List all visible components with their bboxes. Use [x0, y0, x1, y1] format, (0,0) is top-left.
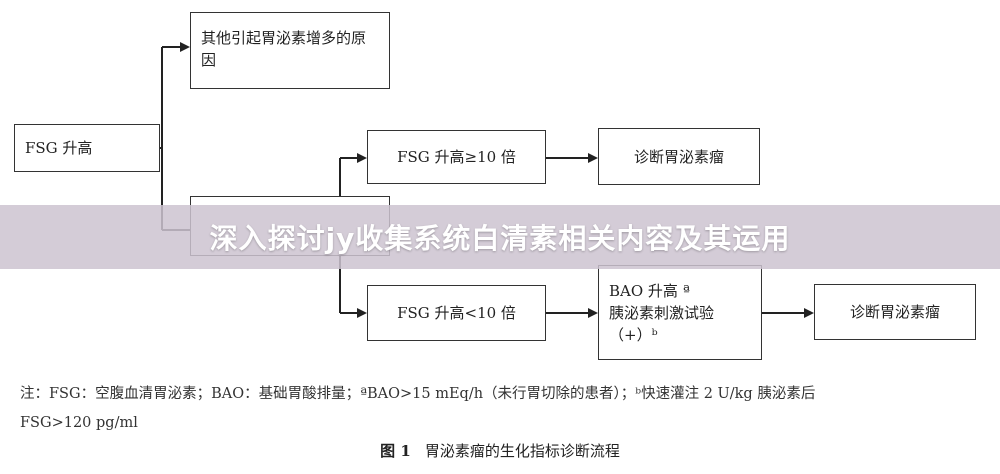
box-bao-line3: （+）ᵇ	[609, 325, 658, 344]
footnote-line-2: FSG>120 pg/ml	[20, 415, 138, 431]
box-fsg-high-label: FSG 升高	[25, 139, 93, 157]
box-diagnose-2: 诊断胃泌素瘤	[814, 284, 976, 340]
figure-caption: 图 1 胃泌素瘤的生化指标诊断流程	[0, 440, 1000, 461]
box-diagnose-1-label: 诊断胃泌素瘤	[633, 147, 724, 166]
figure-title: 胃泌素瘤的生化指标诊断流程	[424, 442, 620, 460]
box-bao-line2: 胰泌素刺激试验	[609, 303, 715, 322]
box-bao-line1: BAO 升高 ª	[609, 281, 690, 300]
box-fsg-ge10: FSG 升高≥10 倍	[367, 130, 546, 184]
footnote: 注：FSG：空腹血清胃泌素；BAO：基础胃酸排量；ªBAO>15 mEq/h（未…	[20, 380, 990, 438]
title-banner: 深入探讨jy收集系统白清素相关内容及其运用	[0, 205, 1000, 269]
banner-title: 深入探讨jy收集系统白清素相关内容及其运用	[209, 222, 791, 255]
box-other-causes-label: 其他引起胃泌素增多的原因	[201, 29, 367, 69]
box-fsg-lt10: FSG 升高<10 倍	[367, 285, 546, 341]
box-fsg-ge10-label: FSG 升高≥10 倍	[397, 148, 516, 166]
box-fsg-lt10-label: FSG 升高<10 倍	[397, 304, 516, 322]
figure-number: 图 1	[380, 442, 411, 460]
footnote-line-1: 注：FSG：空腹血清胃泌素；BAO：基础胃酸排量；ªBAO>15 mEq/h（未…	[20, 386, 816, 402]
box-fsg-high: FSG 升高	[14, 124, 160, 172]
box-diagnose-1: 诊断胃泌素瘤	[598, 128, 760, 185]
box-diagnose-2-label: 诊断胃泌素瘤	[849, 303, 940, 321]
box-bao-secretin: BAO 升高 ª 胰泌素刺激试验 （+）ᵇ	[598, 265, 762, 360]
box-other-causes: 其他引起胃泌素增多的原因	[190, 12, 390, 89]
